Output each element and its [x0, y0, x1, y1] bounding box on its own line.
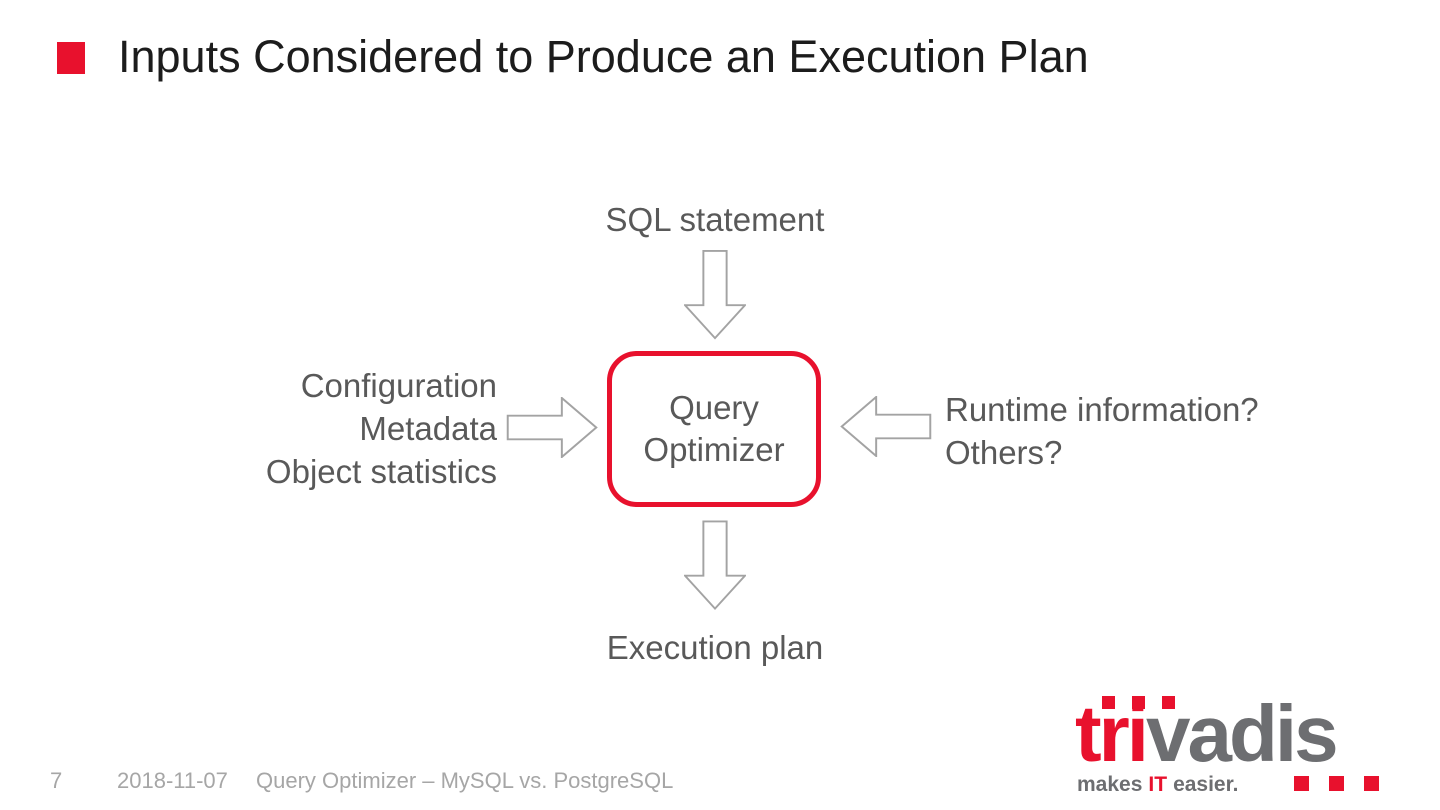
left-input-line: Object statistics: [265, 453, 497, 490]
query-optimizer-box: Query Optimizer: [607, 351, 821, 507]
logo-bottom-dot-icon: [1364, 776, 1379, 791]
logo-word-gray: vadis: [1146, 689, 1339, 778]
red-square-bullet-icon: [57, 42, 85, 74]
query-optimizer-line1: Query: [669, 389, 759, 426]
logo-top-dot-icon: [1132, 696, 1145, 709]
query-optimizer-line2: Optimizer: [643, 431, 785, 468]
right-inputs-label: Runtime information? Others?: [945, 388, 1365, 474]
left-inputs-label: Configuration Metadata Object statistics: [160, 364, 497, 493]
execution-plan-label: Execution plan: [606, 629, 824, 666]
sql-statement-label: SQL statement: [605, 201, 825, 238]
logo-top-dot-icon: [1162, 696, 1175, 709]
right-input-line: Others?: [945, 434, 1063, 471]
footer-deck-title: Query Optimizer – MySQL vs. PostgreSQL: [256, 768, 674, 793]
down-arrow-icon: [684, 519, 746, 611]
left-input-line: Metadata: [359, 410, 497, 447]
left-arrow-icon: [840, 396, 932, 457]
page-number: 7: [50, 768, 63, 793]
tagline-prefix: makes: [1077, 773, 1143, 796]
logo-bottom-dot-icon: [1329, 776, 1344, 791]
left-input-line: Configuration: [300, 367, 497, 404]
logo-bottom-dot-icon: [1294, 776, 1309, 791]
tagline-highlight: IT: [1148, 773, 1168, 796]
page-title: Inputs Considered to Produce an Executio…: [118, 31, 1089, 82]
logo-wordmark: trivadis: [1075, 694, 1339, 774]
right-input-line: Runtime information?: [945, 391, 1259, 428]
footer-date: 2018-11-07: [117, 768, 228, 793]
down-arrow-icon: [684, 249, 746, 340]
logo-word-red: tri: [1075, 689, 1149, 778]
tagline-suffix: easier.: [1173, 773, 1239, 796]
logo-top-dot-icon: [1102, 696, 1115, 709]
right-arrow-icon: [506, 397, 598, 458]
